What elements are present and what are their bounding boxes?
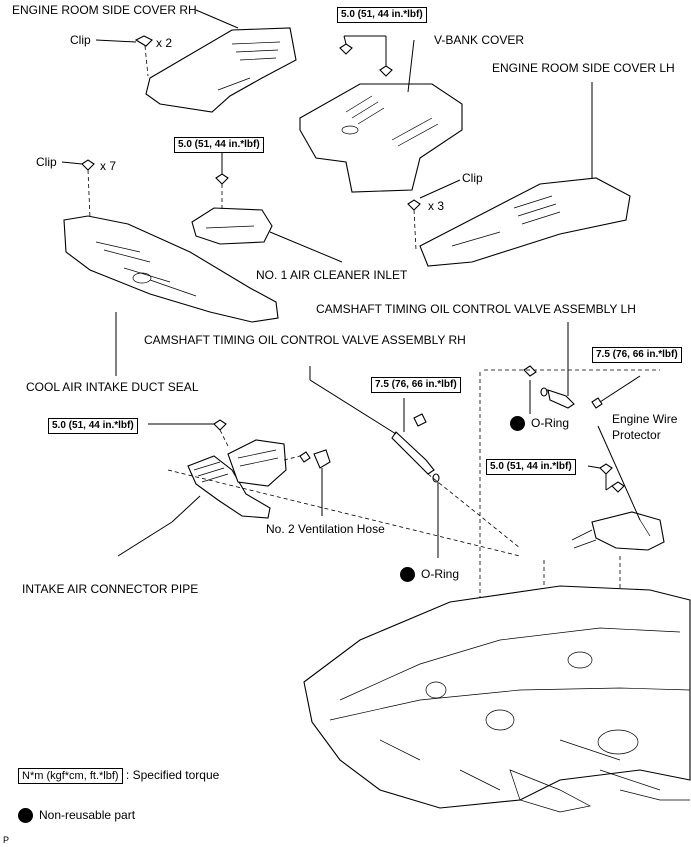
legend-nonreusable-text: Non-reusable part xyxy=(39,808,136,822)
o-ring-callout-rh: O-Ring xyxy=(400,567,460,583)
torque-wire-protector: 5.0 (51, 44 in.*lbf) xyxy=(486,459,576,475)
clip-count-seal: x 7 xyxy=(100,159,117,173)
vehicle-engine-bay-drawing xyxy=(303,585,691,813)
label-cool-air-intake-duct-seal: COOL AIR INTAKE DUCT SEAL xyxy=(26,380,199,394)
clip-label-lh: Clip xyxy=(462,171,483,185)
torque-v-bank-cover: 5.0 (51, 44 in.*lbf) xyxy=(337,7,427,23)
non-reusable-dot-icon xyxy=(400,567,415,583)
o-ring-label: O-Ring xyxy=(421,567,460,581)
non-reusable-dot-icon xyxy=(18,808,33,824)
engine-room-side-cover-lh-drawing xyxy=(419,177,631,267)
label-camshaft-valve-lh: CAMSHAFT TIMING OIL CONTROL VALVE ASSEMB… xyxy=(316,302,636,316)
torque-camshaft-lh: 7.5 (76, 66 in.*lbf) xyxy=(592,347,682,363)
cool-air-intake-duct-seal-drawing xyxy=(63,215,279,323)
label-engine-room-side-cover-rh: ENGINE ROOM SIDE COVER RH xyxy=(12,3,197,17)
torque-camshaft-rh: 7.5 (76, 66 in.*lbf) xyxy=(371,377,461,393)
label-no2-ventilation-hose: No. 2 Ventilation Hose xyxy=(266,522,385,536)
non-reusable-dot-icon xyxy=(510,416,525,432)
clip-label-seal: Clip xyxy=(36,155,57,169)
o-ring-label: O-Ring xyxy=(531,416,570,430)
engine-wire-protector-drawing xyxy=(571,511,665,551)
label-camshaft-valve-rh: CAMSHAFT TIMING OIL CONTROL VALVE ASSEMB… xyxy=(144,333,466,347)
torque-intake-pipe: 5.0 (51, 44 in.*lbf) xyxy=(48,418,138,434)
label-engine-wire-protector: Engine Wire Protector xyxy=(612,412,678,442)
camshaft-valve-lh-drawing xyxy=(523,365,603,409)
engine-room-side-cover-rh-drawing xyxy=(145,27,297,113)
legend-torque-unit: N*m (kgf*cm, ft.*lbf) xyxy=(18,768,123,784)
intake-air-connector-pipe-drawing xyxy=(187,439,287,519)
footer-mark: P xyxy=(3,835,10,845)
torque-air-cleaner-inlet: 5.0 (51, 44 in.*lbf) xyxy=(174,137,264,153)
legend-nonreusable: Non-reusable part xyxy=(18,808,136,824)
label-intake-air-connector-pipe: INTAKE AIR CONNECTOR PIPE xyxy=(22,582,199,596)
clip-count-rh: x 2 xyxy=(156,36,173,50)
label-no1-air-cleaner-inlet: NO. 1 AIR CLEANER INLET xyxy=(256,268,408,282)
legend-torque-desc: : Specified torque xyxy=(125,768,220,782)
label-v-bank-cover: V-BANK COVER xyxy=(434,33,525,47)
clip-label-rh: Clip xyxy=(70,33,91,47)
clip-count-lh: x 3 xyxy=(428,199,445,213)
v-bank-cover-drawing xyxy=(299,83,463,193)
camshaft-valve-rh-drawing xyxy=(391,413,440,483)
o-ring-callout-lh: O-Ring xyxy=(510,416,570,432)
no1-air-cleaner-inlet-drawing xyxy=(191,207,273,245)
label-engine-room-side-cover-lh: ENGINE ROOM SIDE COVER LH xyxy=(492,61,675,75)
legend-torque: N*m (kgf*cm, ft.*lbf) : Specified torque xyxy=(18,768,220,784)
